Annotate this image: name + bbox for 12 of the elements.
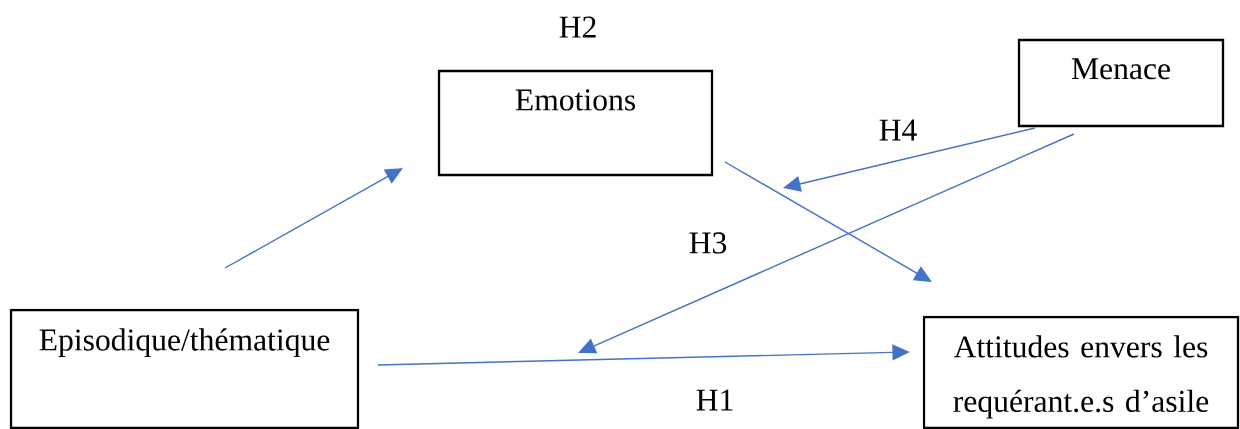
arrow [724, 161, 932, 282]
hypothesis-label: H1 [696, 389, 733, 411]
box: Emotions [437, 69, 714, 177]
arrow [578, 133, 1075, 354]
box: Episodique/thématique [9, 308, 360, 429]
box: Menace [1017, 38, 1225, 128]
hypothesis-label: H3 [689, 232, 727, 254]
hypothesis-label: H2 [559, 16, 596, 38]
arrow [783, 127, 1036, 192]
box: Attitudes envers les requérant.e.s d’asile [922, 315, 1240, 429]
hypothesis-label: H4 [879, 119, 917, 141]
arrow [224, 168, 403, 269]
